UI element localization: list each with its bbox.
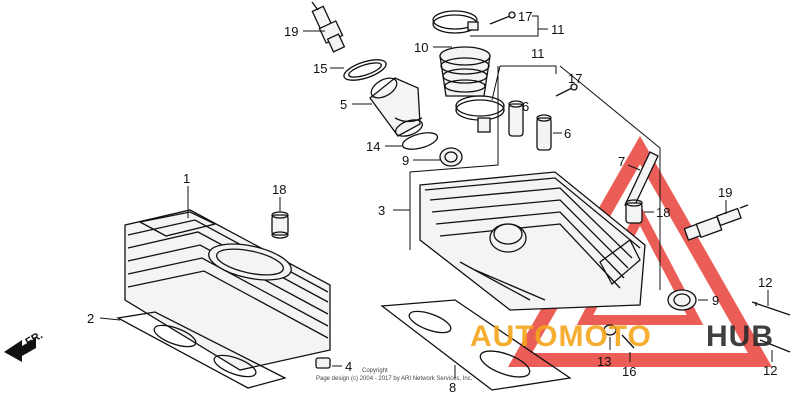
dowel-pin-6-a[interactable] xyxy=(508,100,524,137)
intake-pipe-5[interactable] xyxy=(368,74,425,139)
callout-18-left: 18 xyxy=(272,182,286,197)
stud-bolt-12-lower[interactable] xyxy=(759,339,791,353)
copyright-line-2: Page design (c) 2004 - 2017 by ARI Netwo… xyxy=(316,376,473,382)
callout-11-top: 11 xyxy=(551,22,565,37)
callout-13: 13 xyxy=(597,354,611,369)
washer-13[interactable] xyxy=(603,324,617,336)
callout-2: 2 xyxy=(87,311,94,326)
hose-clamp-top[interactable] xyxy=(432,10,479,34)
callout-15: 15 xyxy=(313,61,327,76)
bolt-16[interactable] xyxy=(621,334,635,349)
seal-9-right[interactable] xyxy=(667,289,697,311)
leader-line xyxy=(491,65,501,101)
callout-17-top: 17 xyxy=(518,9,532,24)
bracket-line xyxy=(470,15,539,37)
copyright-line-1: Copyright xyxy=(362,368,388,374)
callout-10: 10 xyxy=(414,40,428,55)
dowel-pin-6-b[interactable] xyxy=(536,114,552,151)
watermark-text-hub: HUB xyxy=(706,320,774,353)
front-direction-label: FR. xyxy=(24,329,45,348)
cylinder-head-3[interactable] xyxy=(419,171,646,311)
cylinder-block-1[interactable] xyxy=(124,209,331,371)
callout-8: 8 xyxy=(449,380,456,395)
leader-line xyxy=(627,164,641,171)
callout-4: 4 xyxy=(345,359,352,374)
callout-19-right: 19 xyxy=(718,185,732,200)
callout-18-right: 18 xyxy=(656,205,670,220)
callout-3: 3 xyxy=(378,203,385,218)
o-ring-14[interactable] xyxy=(401,130,439,153)
spark-plug-upper[interactable] xyxy=(311,1,346,53)
leader-line xyxy=(99,317,121,321)
front-direction-arrow xyxy=(4,338,36,362)
callout-19-upper: 19 xyxy=(284,24,298,39)
cylinder-base-gasket-2[interactable] xyxy=(116,311,287,389)
callout-11-mid: 11 xyxy=(531,46,545,61)
spark-plug-right[interactable] xyxy=(683,204,749,241)
callout-12-upper: 12 xyxy=(758,275,772,290)
watermark-text-automoto: AUTOMOTO xyxy=(470,320,652,353)
insulator-rubber-10[interactable] xyxy=(439,46,491,97)
dowel-18-left[interactable] xyxy=(271,211,289,239)
clamp-screw-17-top[interactable] xyxy=(489,11,516,25)
dowel-pin-4[interactable] xyxy=(315,357,331,369)
callout-1: 1 xyxy=(183,171,190,186)
o-ring-15[interactable] xyxy=(342,56,389,85)
callout-5: 5 xyxy=(340,97,347,112)
cylinder-head-gasket-8[interactable] xyxy=(380,299,572,391)
callout-6-b: 6 xyxy=(564,126,571,141)
callout-12-lower: 12 xyxy=(763,363,777,378)
callout-7: 7 xyxy=(618,154,625,169)
group-outline xyxy=(409,65,661,290)
watermark-wordmark: AUTOMOTO HUB xyxy=(470,320,774,353)
callout-9-right: 9 xyxy=(712,293,719,308)
clamp-screw-17-mid[interactable] xyxy=(555,83,578,97)
callout-16: 16 xyxy=(622,364,636,379)
seal-9-upper[interactable] xyxy=(439,147,463,167)
callout-6-a: 6 xyxy=(522,99,529,114)
bracket-line xyxy=(500,65,557,74)
hose-clamp-lower[interactable] xyxy=(455,95,505,133)
stud-bolt-12-upper[interactable] xyxy=(751,301,791,316)
callout-9-upper: 9 xyxy=(402,153,409,168)
dowel-18-right[interactable] xyxy=(625,199,643,224)
callout-14: 14 xyxy=(366,139,380,154)
